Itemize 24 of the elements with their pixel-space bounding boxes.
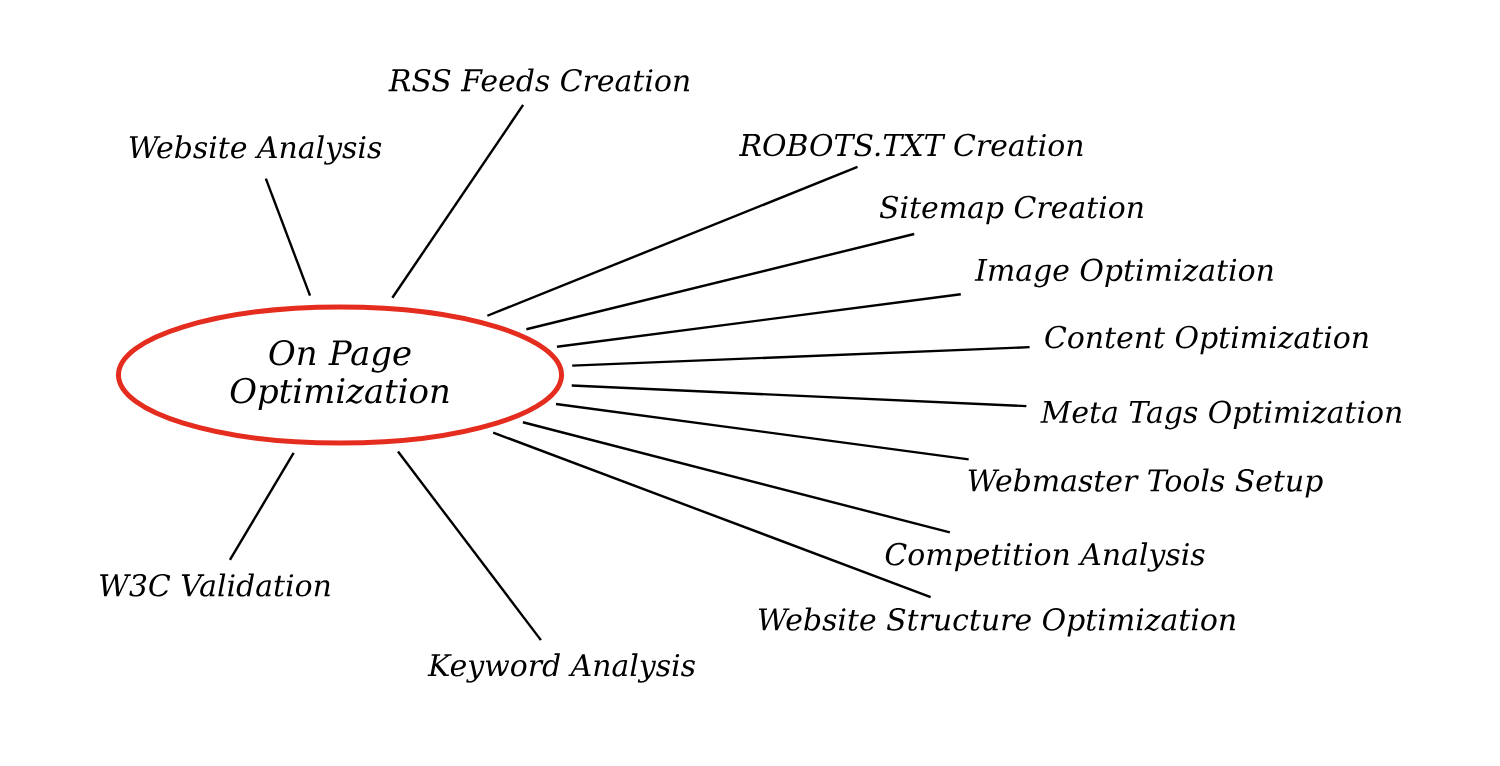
connector-line (228, 452, 295, 561)
connector-line (556, 293, 961, 348)
connector-line (397, 450, 542, 641)
connector-line (572, 345, 1030, 367)
connector-line (526, 232, 915, 331)
topic-label: Website Structure Optimization (758, 607, 1236, 637)
topic-label: W3C Validation (100, 573, 330, 597)
connector-line (555, 402, 969, 461)
connector-line (571, 384, 1027, 408)
connector-line (264, 178, 312, 297)
connector-line (391, 104, 525, 299)
topic-label: Webmaster Tools Setup (968, 468, 1323, 498)
topic-label: Image Optimization (974, 258, 1273, 288)
topic-label: RSS Feeds Creation (388, 68, 690, 92)
topic-label: Meta Tags Optimization (1040, 400, 1402, 430)
topic-label: Keyword Analysis (427, 653, 695, 683)
connector-line (492, 431, 932, 599)
topic-label: Website Analysis (129, 135, 382, 165)
connector-line (486, 165, 858, 317)
connector-line (522, 421, 951, 534)
topic-label: Competition Analysis (885, 542, 1205, 572)
topic-label: Sitemap Creation (879, 195, 1143, 225)
topic-label: Content Optimization (1045, 325, 1368, 355)
topic-label: ROBOTS.TXT Creation (739, 133, 1083, 157)
